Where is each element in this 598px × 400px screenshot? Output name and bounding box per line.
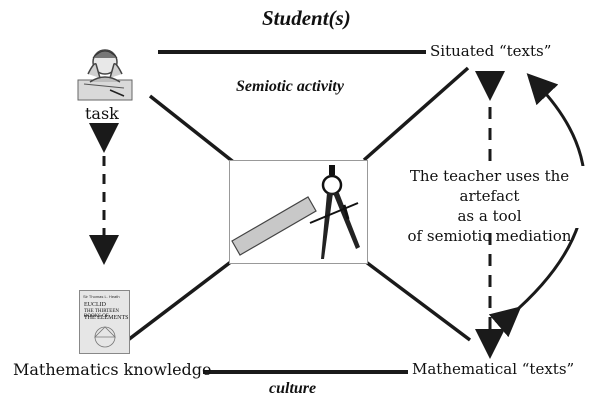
diagonal-bottom-left: [126, 256, 238, 342]
compass-icon: [309, 165, 360, 259]
artefact-box: [229, 160, 368, 264]
task-label: task: [85, 104, 119, 123]
book-title-main: THE ELEMENTS: [84, 315, 129, 321]
ruler-icon: [231, 196, 317, 256]
book-icon: Sir Thomas L. Heath EUCLID THE THIRTEEN …: [79, 290, 130, 354]
book-author: Sir Thomas L. Heath: [83, 294, 120, 299]
book-title-top: EUCLID: [84, 302, 106, 308]
teacher-note-line: The teacher uses the artefact: [409, 167, 570, 205]
mathematics-knowledge-label: Mathematics knowledge: [13, 360, 212, 379]
mathematical-texts-label: Mathematical “texts”: [412, 360, 575, 378]
teacher-note: The teacher uses the artefact as a tool …: [381, 166, 598, 245]
artefact-drawing: [231, 165, 360, 259]
student-title: Student(s): [262, 6, 351, 30]
diagonal-top-left: [148, 94, 238, 166]
diagonal-bottom-right: [364, 260, 472, 342]
diagonal-top-right: [362, 66, 470, 162]
culture-label: culture: [269, 380, 317, 397]
situated-texts-label: Situated “texts”: [430, 42, 552, 60]
semiotic-activity-label: Semiotic activity: [236, 78, 344, 95]
teacher-note-line: of semiotic mediation: [407, 227, 572, 245]
student-icon: [77, 49, 133, 101]
book-cover-figure: [94, 326, 116, 348]
book-title-mid: THE THIRTEEN BOOKS OF: [84, 309, 120, 319]
teacher-note-line: as a tool: [457, 207, 522, 225]
